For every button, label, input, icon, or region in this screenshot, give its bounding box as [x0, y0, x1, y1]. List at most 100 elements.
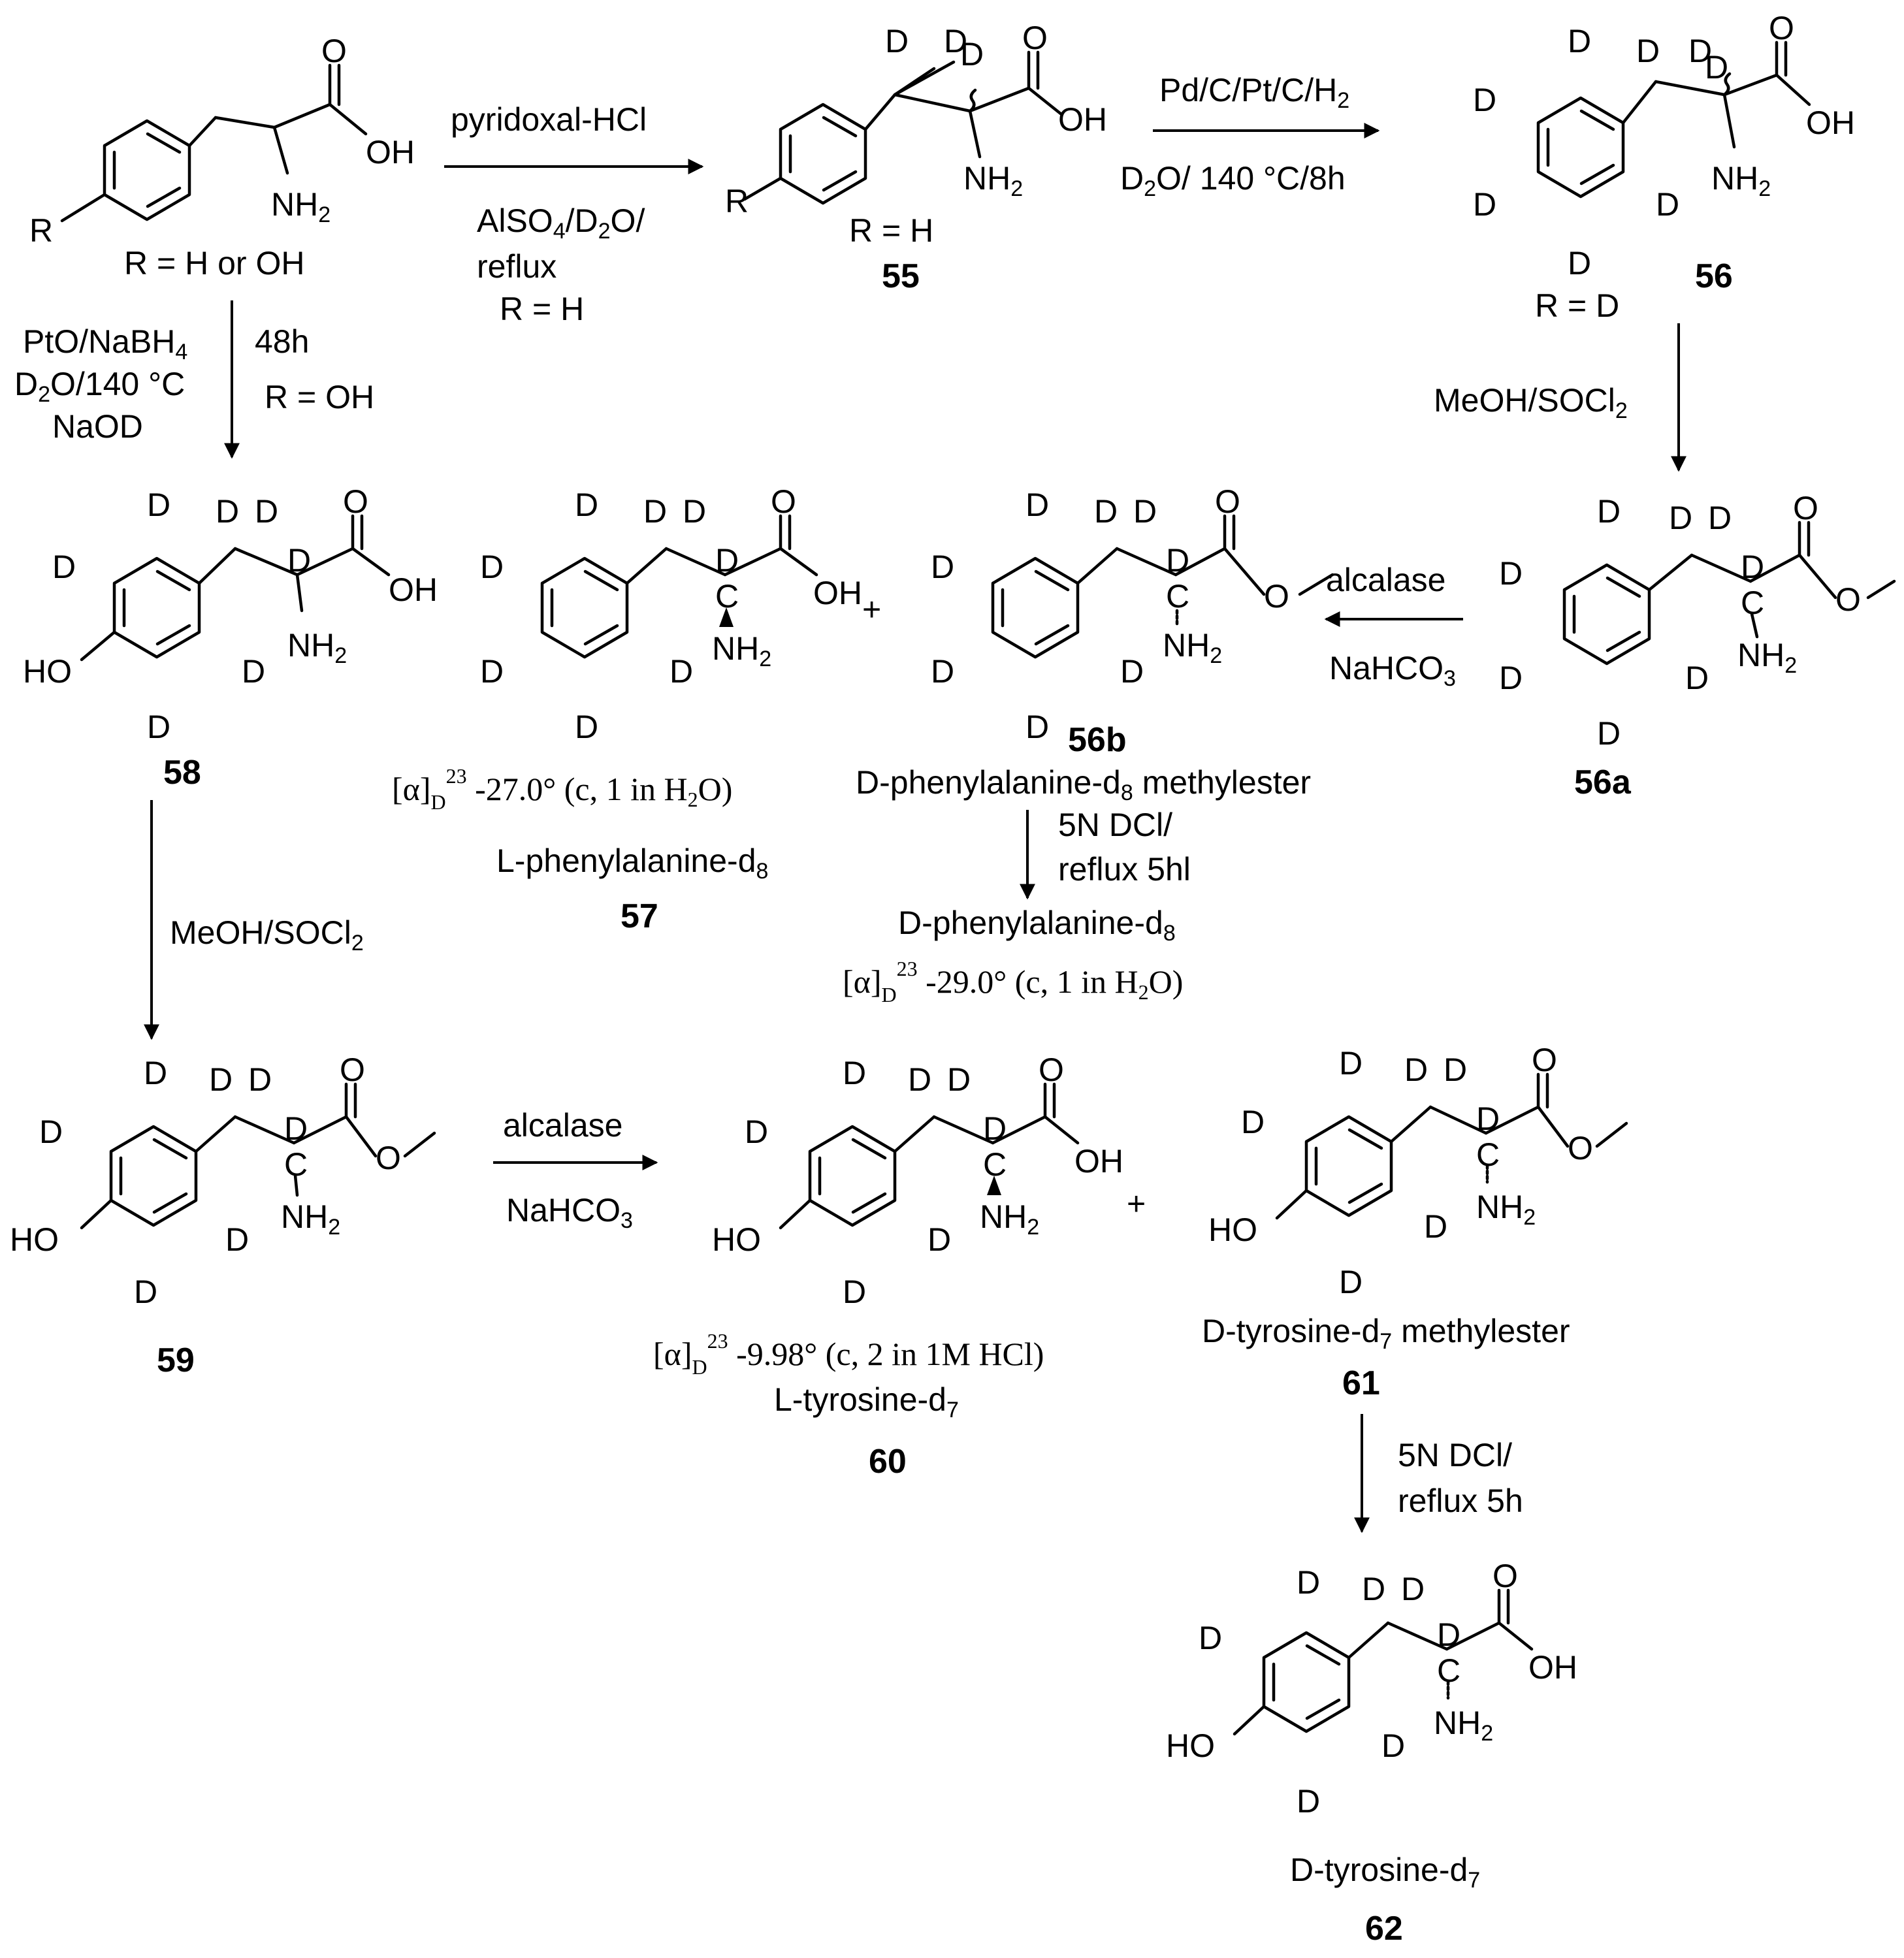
compound-name: L-phenylalanine-d8: [496, 843, 768, 884]
atom-label: D: [1401, 1571, 1425, 1607]
atom-label: O: [1039, 1051, 1064, 1088]
condition-naod: NaOD: [52, 408, 143, 445]
condition-d2o-140c: D2O/140 °C: [14, 366, 185, 407]
atom-label: NH2: [1434, 1705, 1493, 1746]
atom-label: D: [1025, 487, 1049, 523]
atom-label: D: [843, 1055, 866, 1091]
atom-label: D: [1339, 1264, 1363, 1300]
atom-label: D: [670, 653, 693, 690]
condition-reflux-5h: reflux 5h: [1398, 1483, 1523, 1519]
atom-label: O: [1568, 1130, 1593, 1166]
atom-label: NH2: [712, 630, 771, 671]
condition-pd-pt: Pd/C/Pt/C/H2: [1159, 72, 1349, 113]
atom-label: D: [1705, 49, 1728, 86]
molecule-57: D D D D C O OH NH2 D D D D [α]D23 -27.0°…: [392, 483, 862, 935]
compound-number: 60: [869, 1443, 907, 1481]
molecule-61: D D D D C O O NH2 D HO D D D-tyrosine-d7…: [1202, 1042, 1628, 1402]
atom-label: HO: [1208, 1212, 1257, 1248]
atom-label: D: [1708, 500, 1732, 536]
atom-label: D: [1636, 33, 1660, 69]
atom-label: HO: [23, 653, 72, 690]
atom-label: D: [225, 1221, 249, 1258]
compound-name: D-tyrosine-d7: [1290, 1852, 1480, 1893]
atom-label: D: [1297, 1564, 1320, 1601]
atom-label: NH2: [1737, 637, 1797, 678]
condition-5n-dcl-b: 5N DCl/: [1398, 1437, 1512, 1473]
atom-label: O: [1835, 581, 1861, 618]
atom-label: D: [1133, 493, 1157, 530]
atom-label: D: [1339, 1045, 1363, 1082]
molecule-60: D D D D C O OH NH2 D HO D D [α]D23 -9.98…: [653, 1051, 1123, 1481]
atom-label: O: [1022, 20, 1048, 56]
condition-reflux-5hl: reflux 5hl: [1058, 851, 1191, 888]
atom-label: OH: [389, 571, 438, 608]
compound-number: 61: [1342, 1364, 1380, 1402]
atom-label: D: [908, 1061, 931, 1098]
atom-label: D: [983, 1110, 1007, 1147]
atom-label: D: [1166, 542, 1189, 579]
molecule-start: O OH NH2 R R = H or OH: [29, 33, 415, 281]
compound-r-label: R = H or OH: [124, 245, 304, 281]
condition-also4: AlSO4/D2O/: [477, 202, 645, 244]
reaction-conditions: pyridoxal-HCl AlSO4/D2O/ reflux R = H Pd…: [14, 72, 1628, 1519]
condition-alcalase-b: alcalase: [503, 1107, 622, 1144]
atom-label: HO: [1166, 1727, 1215, 1764]
atom-label: OH: [1528, 1649, 1577, 1686]
atom-label: D: [39, 1114, 63, 1150]
compound-number: 59: [157, 1341, 195, 1379]
atom-label: D: [134, 1274, 157, 1310]
atom-label: D: [1685, 660, 1709, 696]
atom-label: D: [287, 542, 311, 579]
atom-label: O: [1532, 1042, 1557, 1078]
atom-label: D: [745, 1114, 768, 1150]
atom-label: OH: [366, 134, 415, 170]
atom-label: D: [944, 23, 967, 59]
atom-label: D: [1381, 1727, 1405, 1764]
atom-label: D: [1669, 500, 1692, 536]
condition-d2o-140: D2O/ 140 °C/8h: [1120, 160, 1346, 201]
atom-label: D: [1120, 653, 1144, 690]
atom-label: D: [1404, 1051, 1428, 1088]
compound-name-dphe: D-phenylalanine-d8: [898, 905, 1176, 946]
atom-label: D: [480, 549, 504, 585]
atom-label: NH2: [980, 1198, 1039, 1240]
atom-label: C: [715, 578, 739, 615]
compound-r-label: R = H: [849, 212, 933, 249]
atom-label: D: [1499, 660, 1523, 696]
atom-label: C: [1166, 578, 1189, 615]
plus-sign: +: [1127, 1185, 1146, 1222]
molecule-59: D D D D C O O NH2 D HO D D 59: [10, 1051, 436, 1379]
atom-label: D: [843, 1274, 866, 1310]
atom-label: R: [725, 183, 749, 219]
atom-label: D: [1476, 1100, 1500, 1137]
atom-label: D: [1597, 715, 1621, 752]
atom-label: D: [1656, 186, 1679, 223]
molecule-62: D D D D C O OH NH2 D HO D D D-tyrosine-d…: [1166, 1558, 1577, 1948]
atom-label: D: [1362, 1571, 1385, 1607]
atom-label: D: [144, 1055, 167, 1091]
condition-pto-nabh4: PtO/NaBH4: [23, 323, 187, 364]
atom-label: D: [928, 1221, 951, 1258]
condition-r-oh: R = OH: [265, 379, 374, 415]
atom-label: D: [147, 709, 170, 745]
atom-label: D: [1499, 555, 1523, 592]
condition-reflux: reflux: [477, 248, 557, 285]
atom-label: D: [1297, 1783, 1320, 1820]
atom-label: D: [1688, 33, 1712, 69]
atom-label: D: [683, 493, 706, 530]
atom-label: O: [1264, 578, 1289, 615]
compound-name: D-tyrosine-d7 methylester: [1202, 1313, 1570, 1354]
atom-label: D: [1568, 245, 1591, 281]
arrows: [144, 123, 1686, 1533]
atom-label: D: [1473, 82, 1496, 118]
condition-r-h: R = H: [500, 291, 584, 327]
atom-label: D: [216, 493, 239, 530]
optical-rotation: [α]D23 -27.0° (c, 1 in H2O): [392, 764, 732, 814]
atom-label: D: [575, 487, 598, 523]
atom-label: D: [885, 23, 909, 59]
atom-label: D: [1241, 1104, 1265, 1140]
atom-label: NH2: [287, 627, 347, 668]
compound-number: 56b: [1068, 721, 1127, 759]
atom-label: D: [284, 1110, 308, 1147]
molecule-58: D D D D O OH NH2 D HO D D 58: [23, 483, 438, 792]
